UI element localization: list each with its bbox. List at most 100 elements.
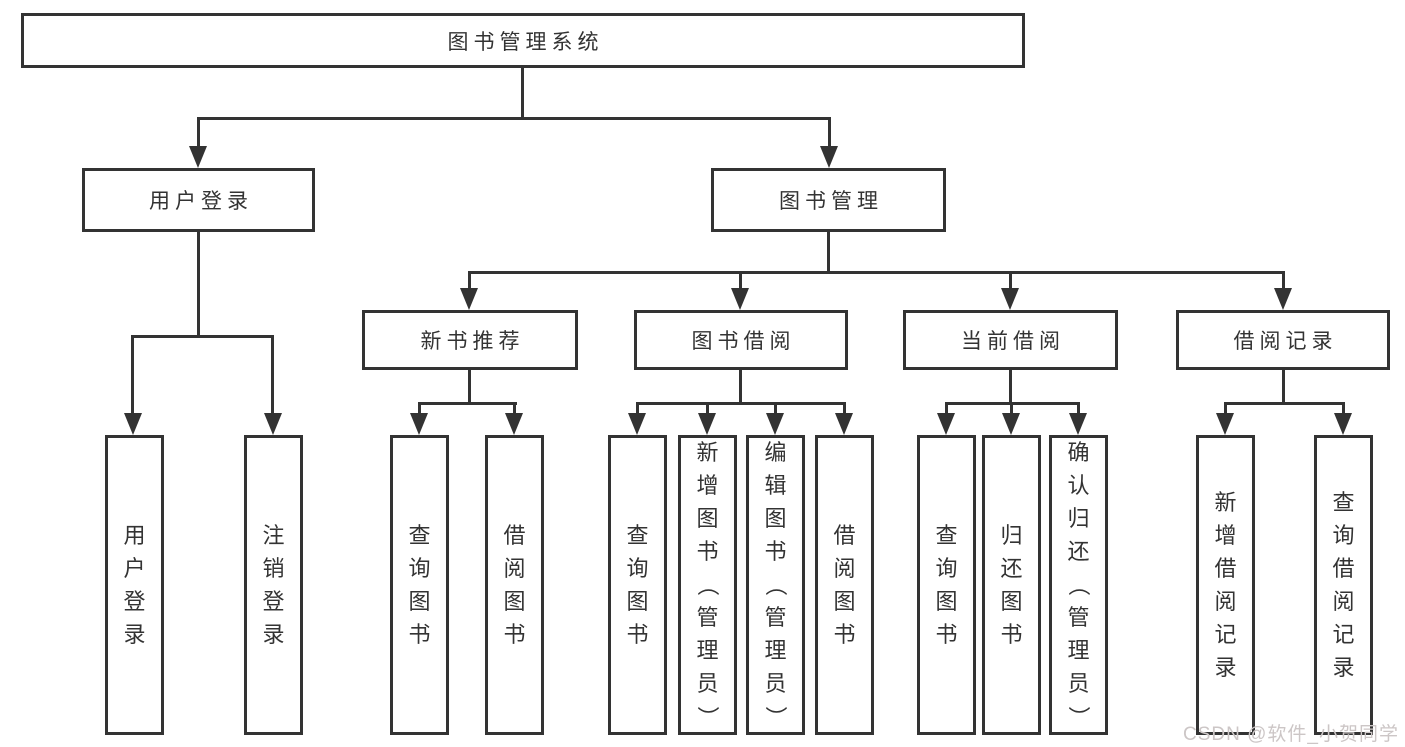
vertical-char: 询 <box>935 555 958 581</box>
leaf-confirm-return-admin: 确认归还（管理员） <box>1049 435 1108 735</box>
connector-line <box>636 402 846 405</box>
vertical-char: 图 <box>503 588 526 614</box>
vertical-char: 销 <box>262 555 285 581</box>
leaf-borrow-books-recommend: 借阅图书 <box>485 435 544 735</box>
vertical-char: 查 <box>935 522 958 548</box>
arrow-down-icon <box>698 413 716 435</box>
vertical-char: 管 <box>1067 605 1090 630</box>
vertical-char: 图 <box>626 588 649 614</box>
vertical-char: 书 <box>764 539 787 564</box>
vertical-char: 录 <box>262 621 285 647</box>
leaf-query-books-current: 查询图书 <box>917 435 976 735</box>
vertical-char: 确 <box>1067 440 1090 465</box>
vertical-char: 理 <box>764 638 787 663</box>
node-book-borrowing: 图书借阅 <box>634 310 848 370</box>
vertical-char: 注 <box>262 522 285 548</box>
connector-line <box>271 335 274 413</box>
vertical-char: 查 <box>1332 489 1355 515</box>
connector-line <box>945 402 948 414</box>
arrow-down-icon <box>189 146 207 168</box>
vertical-char: 辑 <box>764 473 787 498</box>
node-user-login: 用户登录 <box>82 168 315 232</box>
vertical-char: 图 <box>1000 588 1023 614</box>
vertical-char: 还 <box>1067 539 1090 564</box>
arrow-down-icon <box>937 413 955 435</box>
connector-line <box>468 370 471 405</box>
vertical-char: 理 <box>696 638 719 663</box>
connector-line <box>418 402 421 414</box>
vertical-char: 借 <box>1332 555 1355 581</box>
connector-line <box>197 117 200 147</box>
arrow-down-icon <box>264 413 282 435</box>
leaf-query-books-borrowing: 查询图书 <box>608 435 667 735</box>
vertical-char: ） <box>763 705 789 729</box>
arrow-down-icon <box>124 413 142 435</box>
connector-line <box>1009 271 1012 291</box>
vertical-char: 图 <box>408 588 431 614</box>
vertical-char: 员 <box>764 671 787 696</box>
connector-line <box>197 232 200 338</box>
vertical-char: 员 <box>1067 671 1090 696</box>
connector-line <box>1077 402 1080 414</box>
leaf-borrow-books: 借阅图书 <box>815 435 874 735</box>
vertical-char: 书 <box>626 621 649 647</box>
arrow-down-icon <box>505 413 523 435</box>
vertical-char: 借 <box>1214 555 1237 581</box>
node-current-borrowing: 当前借阅 <box>903 310 1118 370</box>
vertical-char: 图 <box>935 588 958 614</box>
node-borrowing-records: 借阅记录 <box>1176 310 1390 370</box>
connector-line <box>706 402 709 414</box>
arrow-down-icon <box>766 413 784 435</box>
vertical-char: 书 <box>408 621 431 647</box>
arrow-down-icon <box>820 146 838 168</box>
leaf-query-borrow-record: 查询借阅记录 <box>1314 435 1373 735</box>
vertical-char: 归 <box>1000 522 1023 548</box>
vertical-char: ） <box>695 705 721 729</box>
vertical-char: 管 <box>696 605 719 630</box>
vertical-char: （ <box>695 573 721 597</box>
connector-line <box>1224 402 1227 414</box>
vertical-char: 阅 <box>503 555 526 581</box>
arrow-down-icon <box>460 288 478 310</box>
node-book-management: 图书管理 <box>711 168 946 232</box>
connector-line <box>1282 370 1285 405</box>
vertical-char: 书 <box>696 539 719 564</box>
vertical-char: 录 <box>1214 654 1237 680</box>
vertical-char: 新 <box>1214 489 1237 515</box>
connector-line <box>1010 402 1013 414</box>
node-new-book-recommend: 新书推荐 <box>362 310 578 370</box>
connector-line <box>1342 402 1345 414</box>
vertical-char: 询 <box>408 555 431 581</box>
arrow-down-icon <box>835 413 853 435</box>
vertical-char: 图 <box>833 588 856 614</box>
connector-line <box>774 402 777 414</box>
arrow-down-icon <box>1002 413 1020 435</box>
vertical-char: 编 <box>764 440 787 465</box>
connector-line <box>521 68 524 120</box>
connector-line <box>1009 370 1012 405</box>
vertical-char: 借 <box>833 522 856 548</box>
vertical-char: 录 <box>1332 654 1355 680</box>
vertical-char: 增 <box>1214 522 1237 548</box>
csdn-watermark: CSDN @软件_小贺同学 <box>1183 724 1399 745</box>
vertical-char: 记 <box>1214 621 1237 647</box>
vertical-char: 图 <box>696 506 719 531</box>
connector-line <box>828 117 831 147</box>
vertical-char: 登 <box>262 588 285 614</box>
leaf-query-books-recommend: 查询图书 <box>390 435 449 735</box>
arrow-down-icon <box>628 413 646 435</box>
vertical-char: （ <box>1066 573 1092 597</box>
leaf-logout: 注销登录 <box>244 435 303 735</box>
connector-line <box>418 402 517 405</box>
arrow-down-icon <box>410 413 428 435</box>
connector-line <box>468 271 1285 274</box>
vertical-char: 还 <box>1000 555 1023 581</box>
leaf-add-borrow-record: 新增借阅记录 <box>1196 435 1255 735</box>
vertical-char: 阅 <box>1214 588 1237 614</box>
vertical-char: 查 <box>626 522 649 548</box>
vertical-char: 阅 <box>1332 588 1355 614</box>
arrow-down-icon <box>731 288 749 310</box>
vertical-char: 询 <box>1332 522 1355 548</box>
vertical-char: 询 <box>626 555 649 581</box>
